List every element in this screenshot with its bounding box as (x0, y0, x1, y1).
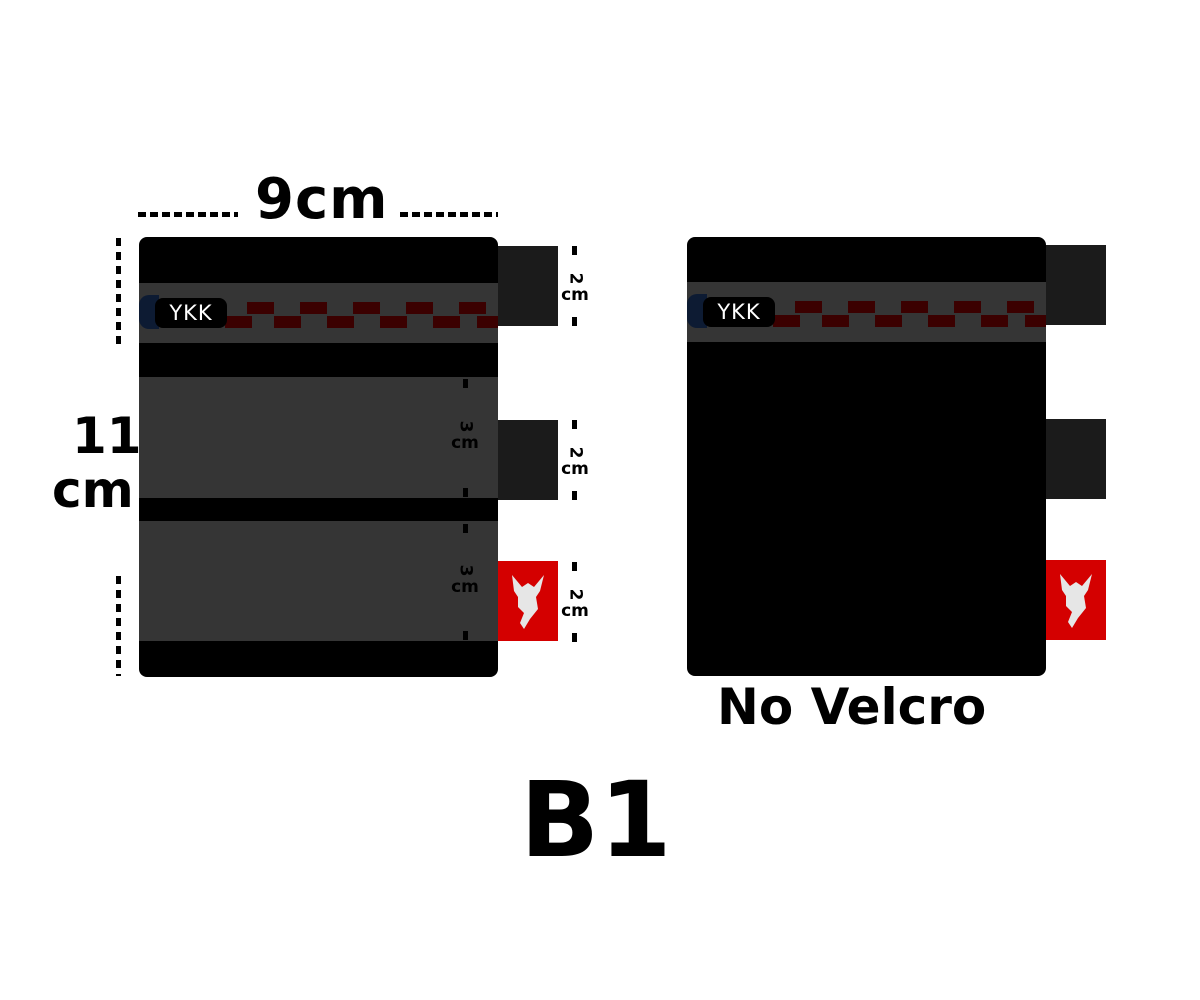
side-tab-accent (498, 561, 558, 641)
width-dimension-line-left (138, 212, 238, 217)
side-tab-middle (498, 420, 558, 500)
no-velcro-caption: No Velcro (717, 678, 987, 736)
side-tab-middle (1046, 419, 1106, 499)
tab-top-dimension: 2 cm (561, 272, 589, 305)
height-dimension-line-bottom (116, 576, 121, 676)
zip-pull (139, 295, 159, 329)
tab-top-dim-tick-top (572, 246, 577, 255)
ykk-badge: YKK (703, 297, 775, 327)
zipper-teeth (773, 301, 1046, 327)
tab-middle-dim-tick-bottom (572, 491, 577, 500)
side-tab-accent (1046, 560, 1106, 640)
tab-middle-dim-tick-top (572, 420, 577, 429)
velcro-panel-upper (139, 377, 498, 498)
width-dimension-line-right (400, 212, 498, 217)
tab-top-dim-tick-bottom (572, 317, 577, 326)
height-dimension-label-number: 11 (72, 407, 142, 465)
height-dimension-line-top (116, 238, 121, 350)
upper-panel-dim-tick-top (463, 379, 468, 388)
width-dimension-label: 9cm (255, 167, 389, 232)
tab-accent-dimension: 2 cm (561, 588, 589, 621)
velcro-panel-lower (139, 521, 498, 641)
lower-panel-dim-tick-top (463, 524, 468, 533)
model-label: B1 (520, 759, 672, 881)
pouch-front-with-velcro: YKK (139, 237, 498, 677)
ykk-badge: YKK (155, 298, 227, 328)
height-dimension-label-unit: cm (52, 461, 134, 519)
goat-head-logo-icon (1060, 574, 1092, 628)
zipper-teeth (225, 302, 498, 328)
tab-accent-dim-tick-bottom (572, 633, 577, 642)
side-tab-top (498, 246, 558, 326)
side-tab-top (1046, 245, 1106, 325)
zipper-band (139, 283, 498, 343)
tab-middle-dimension: 2 cm (561, 446, 589, 479)
lower-panel-dim-tick-bottom (463, 631, 468, 640)
upper-panel-dim-tick-bottom (463, 488, 468, 497)
zip-pull (687, 294, 707, 328)
goat-head-logo-icon (512, 575, 544, 629)
pouch-front-no-velcro: YKK (687, 237, 1046, 676)
lower-panel-dimension: 3 cm (451, 564, 479, 597)
upper-panel-dimension: 3 cm (451, 420, 479, 453)
tab-accent-dim-tick-top (572, 562, 577, 571)
